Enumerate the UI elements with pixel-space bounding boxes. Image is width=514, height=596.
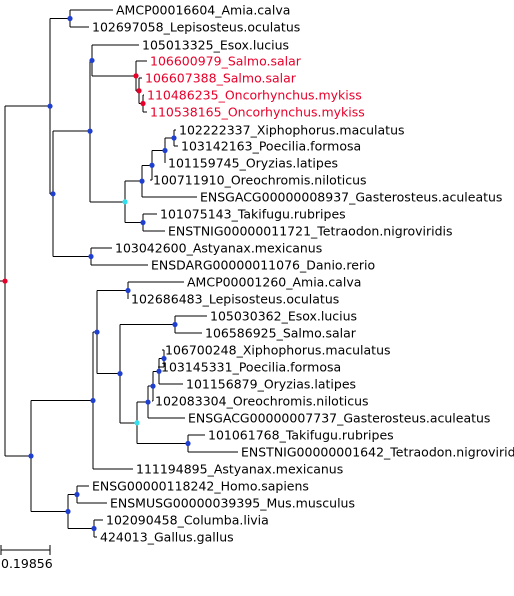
leaf-label: 101075143_Takifugu.rubripes xyxy=(160,207,346,222)
internal-node-marker xyxy=(140,100,146,107)
internal-node-marker xyxy=(185,440,191,447)
internal-node-marker xyxy=(90,397,96,404)
tree-nodes xyxy=(2,15,191,532)
internal-node-marker xyxy=(28,453,34,459)
internal-node-marker xyxy=(125,287,131,294)
internal-node-marker xyxy=(145,399,151,405)
scale-bar: 0.19856 xyxy=(0,545,53,571)
internal-node-marker xyxy=(67,15,73,22)
leaf-label: 110538165_Oncorhynchus.mykiss xyxy=(150,105,365,120)
leaf-label: 102686483_Lepisosteus.oculatus xyxy=(131,292,339,307)
leaf-label: AMCP00016604_Amia.calva xyxy=(116,3,290,18)
leaf-label: 102083304_Oreochromis.niloticus xyxy=(155,394,369,409)
internal-node-marker xyxy=(150,383,156,389)
internal-node-marker xyxy=(122,199,128,205)
leaf-label: 106607388_Salmo.salar xyxy=(145,71,297,86)
leaf-label: ENSTNIG00000011721_Tetraodon.nigroviridi… xyxy=(168,224,453,239)
internal-node-marker xyxy=(133,73,139,79)
leaf-label: 111194895_Astyanax.mexicanus xyxy=(136,462,343,477)
leaf-label: 102222337_Xiphophorus.maculatus xyxy=(179,123,405,138)
internal-node-marker xyxy=(161,355,167,362)
internal-node-marker xyxy=(156,368,162,374)
leaf-label: AMCP00001260_Amia.calva xyxy=(187,275,361,290)
leaf-label: ENSDARG00000011076_Danio.rerio xyxy=(151,258,375,273)
leaf-label: 110486235_Oncorhynchus.mykiss xyxy=(147,88,362,103)
leaf-label: ENSGACG00000007737_Gasterosteus.aculeatu… xyxy=(188,411,490,426)
internal-node-marker xyxy=(139,178,145,184)
leaf-label: 100711910_Oreochromis.niloticus xyxy=(153,173,367,188)
internal-node-marker xyxy=(117,371,123,377)
leaf-label: 105013325_Esox.lucius xyxy=(142,38,289,53)
leaf-label: 102697058_Lepisosteus.oculatus xyxy=(92,20,300,35)
internal-node-marker xyxy=(134,420,140,426)
leaf-label: 101159745_Oryzias.latipes xyxy=(168,156,338,171)
leaf-label: 102090458_Columba.livia xyxy=(106,513,269,528)
internal-node-marker xyxy=(50,191,56,197)
leaf-label: 103145331_Poecilia.formosa xyxy=(161,360,341,375)
internal-node-marker xyxy=(172,321,178,328)
leaf-label: 101156879_Oryzias.latipes xyxy=(186,377,356,392)
internal-node-marker xyxy=(162,147,168,154)
leaf-labels: AMCP00016604_Amia.calva 102697058_Lepisos… xyxy=(92,3,514,545)
internal-node-marker xyxy=(136,88,142,94)
internal-node-marker xyxy=(74,491,80,498)
internal-node-marker xyxy=(149,162,155,168)
leaf-label: ENSGACG00000008937_Gasterosteus.aculeatu… xyxy=(200,190,502,205)
internal-node-marker xyxy=(2,278,8,284)
leaf-label: 103142163_Poecilia.formosa xyxy=(181,139,361,154)
leaf-label: ENSMUSG00000039395_Mus.musculus xyxy=(110,496,355,511)
leaf-label: 105030362_Esox.lucius xyxy=(210,309,357,324)
leaf-label: 424013_Gallus.gallus xyxy=(100,530,234,545)
leaf-label: ENSTNIG00000001642_Tetraodon.nigroviridi… xyxy=(241,445,514,460)
leaf-label: 106700248_Xiphophorus.maculatus xyxy=(165,343,391,358)
leaf-label: 106600979_Salmo.salar xyxy=(150,54,302,69)
internal-node-marker xyxy=(94,329,100,335)
internal-node-marker xyxy=(65,508,71,515)
internal-node-marker xyxy=(91,525,97,532)
leaf-label: ENSG00000118242_Homo.sapiens xyxy=(92,479,309,494)
leaf-label: 103042600_Astyanax.mexicanus xyxy=(115,241,322,256)
leaf-label: 106586925_Salmo.salar xyxy=(205,326,357,341)
scale-bar-label: 0.19856 xyxy=(1,556,53,571)
internal-node-marker xyxy=(171,135,177,141)
leaf-label: 101061768_Takifugu.rubripes xyxy=(208,428,394,443)
internal-node-marker xyxy=(47,103,53,109)
internal-node-marker xyxy=(87,128,93,134)
internal-node-marker xyxy=(140,219,146,226)
internal-node-marker xyxy=(88,253,94,260)
internal-node-marker xyxy=(89,57,95,64)
